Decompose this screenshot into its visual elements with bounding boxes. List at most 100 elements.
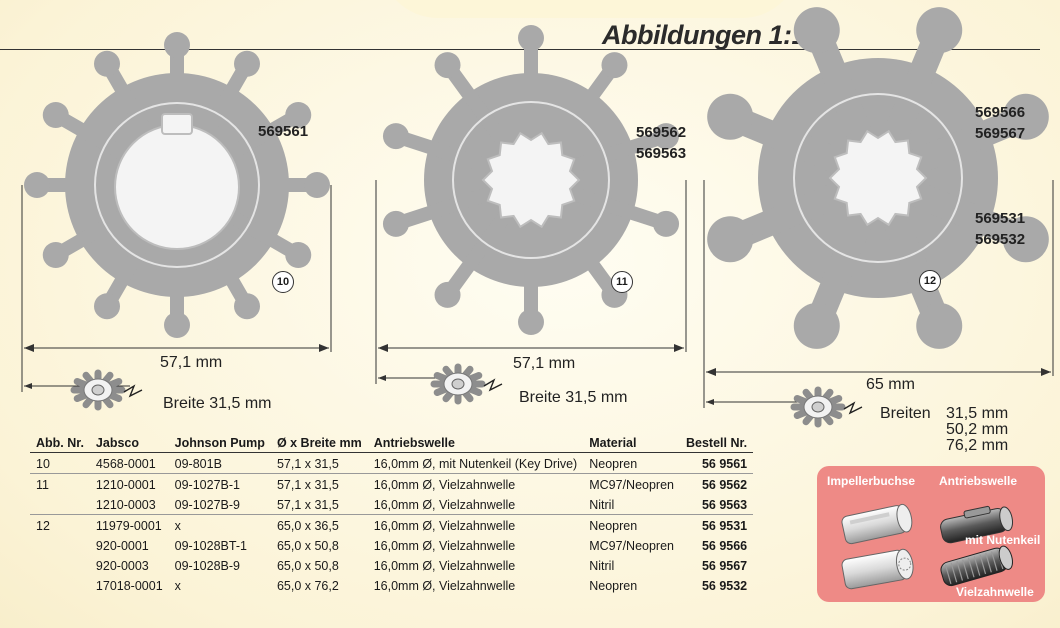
impeller-12-width-values: 31,5 mm 50,2 mm 76,2 mm (946, 406, 1008, 454)
table-cell: 16,0mm Ø, mit Nutenkeil (Key Drive) (373, 456, 578, 471)
impeller-12-spline-bore (828, 129, 928, 227)
width-value: 31,5 mm (946, 405, 1009, 422)
mini-bore (811, 401, 825, 413)
table-cell: 56 9531 (680, 514, 754, 535)
table-cell: Neopren (589, 456, 638, 471)
table-cell: 56 9562 (680, 473, 754, 494)
table-cell: 65,0 x 50,8 (276, 558, 339, 573)
table-cell (30, 535, 90, 555)
mini-width-arrow (483, 378, 503, 392)
impeller-vane-tip (793, 302, 840, 349)
table-cell: Neopren (583, 514, 680, 535)
impeller-vane-tip (94, 293, 120, 320)
impeller-vane-tip (653, 210, 680, 237)
col-dimensions: Ø x Breite mm (270, 436, 368, 453)
table-cell: Nitril (589, 558, 615, 573)
part-number: 569562 (636, 124, 687, 141)
impeller-vane-tip (707, 93, 754, 140)
table-cell: 920-0001 (95, 538, 149, 553)
col-johnson-pump: Johnson Pump (168, 436, 271, 453)
impeller-vane-tip (434, 281, 461, 308)
table-cell: 09-1028BT-1 (174, 538, 247, 553)
impeller-vane-tip (793, 7, 840, 54)
impeller-vane-tip (285, 242, 312, 268)
table-cell: 16,0mm Ø, Vielzahnwelle (373, 558, 516, 573)
impeller-vane-tip (94, 50, 120, 77)
impeller-vane-tip (42, 102, 69, 128)
table-cell: 09-801B (174, 456, 222, 471)
width-value: 76,2 mm (946, 437, 1009, 454)
impeller-vane-tip (234, 293, 260, 320)
table-cell (30, 575, 90, 595)
impeller-vane-tip (42, 242, 69, 268)
impeller-vane-tip (518, 309, 544, 335)
impeller-10-diameter: 57,1 mm (160, 354, 223, 371)
impeller-side-view-icon-10 (70, 369, 143, 411)
table-row: 920-0001 09-1028BT-1 65,0 x 50,8 16,0mm Ø, … (30, 535, 753, 555)
table-cell: 57,1 x 31,5 (276, 456, 339, 471)
table-cell: 56 9566 (701, 538, 748, 553)
table-cell: 65,0 x 76,2 (276, 578, 339, 593)
table-cell: 16,0mm Ø, Vielzahnwelle (367, 473, 584, 494)
table-cell: 56 9567 (701, 558, 748, 573)
impeller-11-diameter: 57,1 mm (513, 355, 576, 372)
mini-bore (451, 378, 465, 390)
width-value: 50,2 mm (946, 421, 1009, 438)
impeller-vane-tip (24, 172, 50, 198)
impeller-vane-tip (707, 216, 754, 263)
table-cell: 09-1027B-9 (174, 497, 240, 512)
table-cell: Nitril (589, 497, 615, 512)
part-number: 569567 (975, 125, 1026, 142)
impeller-11-part-numbers: 569562 569563 (636, 122, 686, 164)
table-row: 920-0003 09-1028B-9 65,0 x 50,8 16,0mm Ø, V… (30, 555, 753, 575)
table-cell: 16,0mm Ø, Vielzahnwelle (373, 578, 516, 593)
mini-bore (91, 384, 105, 396)
impeller-10-part-numbers: 569561 (258, 121, 308, 142)
impeller-12-part-numbers-upper: 569566 569567 (975, 102, 1025, 144)
table-cell: 16,0mm Ø, Vielzahnwelle (373, 497, 516, 512)
figure-badge-11: 11 (611, 271, 633, 293)
table-cell: 09-1028B-9 (174, 558, 240, 573)
page-title: Abbildungen 1:1 (602, 20, 807, 50)
table-cell: MC97/Neopren (589, 538, 674, 553)
table-cell: 1210-0001 (89, 473, 169, 494)
figure-badge-10: 10 (272, 271, 294, 293)
impeller-side-view-icon-12 (790, 386, 863, 428)
col-abb-nr: Abb. Nr. (30, 436, 90, 453)
table-cell: MC97/Neopren (583, 473, 680, 494)
impeller-11-width: Breite 31,5 mm (519, 389, 628, 406)
table-cell: 56 9561 (701, 456, 748, 471)
legend-heading-antriebswelle: Antriebswelle (939, 474, 1018, 488)
impeller-12-diameter: 65 mm (866, 376, 915, 393)
figure-badge-12: 12 (919, 270, 941, 292)
table-cell: 920-0003 (95, 558, 149, 573)
impeller-vane-tip (916, 7, 963, 54)
table-cell: 16,0mm Ø, Vielzahnwelle (367, 514, 584, 535)
impeller-side-view-icon-11 (430, 363, 503, 405)
impeller-11-hub-ring (452, 101, 610, 259)
part-number: 569532 (975, 231, 1026, 248)
impeller-vane-tip (382, 123, 409, 150)
table-cell (30, 555, 90, 575)
table-cell: 65,0 x 50,8 (276, 538, 339, 553)
title-divider (0, 49, 1040, 50)
impeller-vane-tip (164, 32, 190, 58)
impeller-10-keyway (161, 113, 193, 135)
col-material: Material (583, 436, 680, 453)
shaft-legend-box: Impellerbuchse Antriebswelle (817, 466, 1045, 602)
legend-heading-impellerbuchse: Impellerbuchse (827, 474, 916, 488)
part-number: 569566 (975, 104, 1026, 121)
table-cell: 09-1027B-1 (168, 473, 271, 494)
impeller-11-spline-bore (481, 131, 581, 229)
legend-label-key-shaft: mit Nutenkeil (965, 533, 1041, 547)
impeller-12-part-numbers-lower: 569531 569532 (975, 208, 1025, 250)
table-cell: Neopren (589, 578, 638, 593)
table-cell: 16,0mm Ø, Vielzahnwelle (373, 538, 516, 553)
legend-label-spline-shaft: Vielzahnwelle (956, 585, 1034, 599)
impeller-vane-tip (518, 25, 544, 51)
